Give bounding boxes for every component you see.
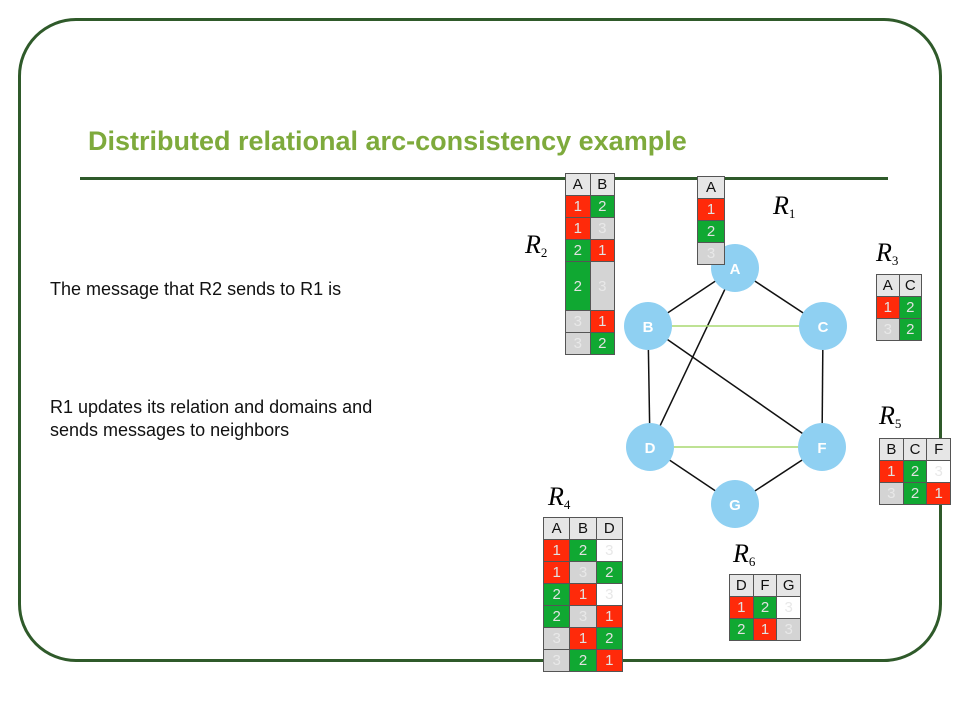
table-cell: 3: [876, 318, 900, 341]
table-header: A: [876, 274, 900, 297]
table-cell: 3: [776, 596, 801, 619]
table-header: B: [569, 517, 597, 540]
table-cell: 3: [565, 310, 591, 333]
relation-r5-label: R5: [879, 401, 902, 432]
table-cell: 2: [565, 261, 591, 311]
relation-r1-label: R1: [773, 191, 796, 222]
table-cell: 2: [542, 605, 571, 628]
table-header: G: [776, 574, 801, 597]
node-c[interactable]: [799, 302, 847, 350]
table-header: F: [752, 574, 778, 597]
table-cell: 3: [542, 627, 571, 650]
node-a-label: A: [730, 261, 741, 278]
table-cell: 3: [589, 217, 615, 240]
node-d-label: D: [645, 440, 656, 457]
relation-r2-label: R2: [525, 230, 548, 261]
table-header: C: [898, 274, 922, 297]
table-cell: 1: [595, 605, 624, 628]
table-cell: 2: [565, 239, 591, 262]
table-cell: 3: [569, 561, 597, 584]
update-text-line-2: sends messages to neighbors: [50, 420, 290, 440]
table-header: B: [589, 173, 615, 196]
table-cell: 3: [569, 605, 597, 628]
table-cell: 3: [595, 539, 624, 562]
table-header: D: [729, 574, 754, 597]
table-cell: 1: [542, 539, 571, 562]
slide-title: Distributed relational arc-consistency e…: [88, 126, 687, 156]
table-cell: 1: [697, 198, 725, 221]
table-cell: 2: [569, 539, 597, 562]
table-cell: 1: [876, 296, 900, 319]
graph-edges: [647, 267, 824, 505]
table-cell: 1: [569, 627, 597, 650]
node-g-label: G: [729, 497, 741, 514]
node-g[interactable]: [711, 480, 759, 528]
table-cell: 3: [565, 332, 591, 355]
table-cell: 1: [542, 561, 571, 584]
table-cell: 3: [697, 242, 725, 265]
node-f[interactable]: [798, 423, 846, 471]
title-divider: [80, 177, 888, 180]
table-cell: 1: [589, 310, 615, 333]
table-cell: 2: [898, 318, 922, 341]
table-header: F: [926, 438, 951, 461]
table-cell: 2: [542, 583, 571, 606]
node-f-label: F: [817, 440, 826, 457]
node-b-label: B: [643, 319, 654, 336]
table-cell: 1: [879, 460, 904, 483]
table-cell: 1: [565, 217, 591, 240]
table-cell: 1: [752, 618, 778, 641]
graph-nodes: A B C D F G: [624, 244, 847, 528]
table-cell: 2: [595, 627, 624, 650]
table-header: A: [697, 176, 725, 199]
table-header: A: [542, 517, 571, 540]
table-cell: 3: [595, 583, 624, 606]
node-d[interactable]: [626, 423, 674, 471]
node-c-label: C: [818, 319, 829, 336]
relation-r4-label: R4: [548, 482, 571, 513]
relation-r6-label: R6: [733, 539, 756, 570]
table-cell: 1: [926, 482, 951, 505]
table-header: B: [879, 438, 904, 461]
table-cell: 2: [898, 296, 922, 319]
table-cell: 1: [565, 195, 591, 218]
table-cell: 1: [569, 583, 597, 606]
table-cell: 2: [569, 649, 597, 672]
table-cell: 2: [589, 195, 615, 218]
table-cell: 3: [589, 261, 615, 311]
update-text-line-1: R1 updates its relation and domains and: [50, 397, 373, 417]
table-cell: 3: [926, 460, 951, 483]
table-header: A: [565, 173, 591, 196]
table-cell: 3: [542, 649, 571, 672]
table-cell: 1: [595, 649, 624, 672]
edge-b-f: [647, 325, 823, 448]
update-text: R1 updates its relation and domains and …: [50, 396, 372, 442]
table-cell: 1: [729, 596, 754, 619]
table-cell: 2: [729, 618, 754, 641]
table-cell: 3: [776, 618, 801, 641]
relation-r3-label: R3: [876, 238, 899, 269]
node-b[interactable]: [624, 302, 672, 350]
table-header: C: [902, 438, 928, 461]
message-text: The message that R2 sends to R1 is: [50, 279, 342, 299]
table-cell: 2: [902, 482, 928, 505]
table-cell: 2: [902, 460, 928, 483]
relation-r1-table: A 1 2 3: [697, 176, 725, 265]
table-cell: 3: [879, 482, 904, 505]
table-header: D: [595, 517, 624, 540]
table-cell: 2: [595, 561, 624, 584]
table-cell: 2: [589, 332, 615, 355]
table-cell: 2: [752, 596, 778, 619]
table-cell: 1: [589, 239, 615, 262]
table-cell: 2: [697, 220, 725, 243]
slide-frame: [18, 18, 942, 662]
